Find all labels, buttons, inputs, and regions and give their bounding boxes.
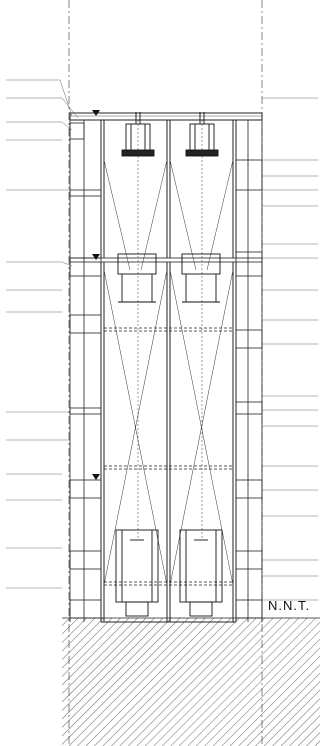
machine-left — [121, 112, 155, 157]
left-side-structure — [69, 120, 102, 622]
roof-slab — [69, 112, 263, 121]
right-side-structure — [235, 120, 263, 622]
upper-car-right — [181, 253, 221, 303]
level-markers — [92, 110, 100, 480]
lower-cabin-left — [115, 529, 159, 617]
right-leader-lines — [262, 97, 318, 601]
ground-hatch — [62, 617, 320, 746]
upper-car-left — [117, 253, 157, 303]
ground-level-label: N.N.T. — [268, 598, 311, 613]
left-leader-lines — [6, 79, 79, 589]
machine-right — [185, 112, 219, 157]
shaft-walls — [100, 120, 237, 623]
lower-cabin-right — [179, 529, 223, 617]
rope-lines — [103, 120, 234, 586]
